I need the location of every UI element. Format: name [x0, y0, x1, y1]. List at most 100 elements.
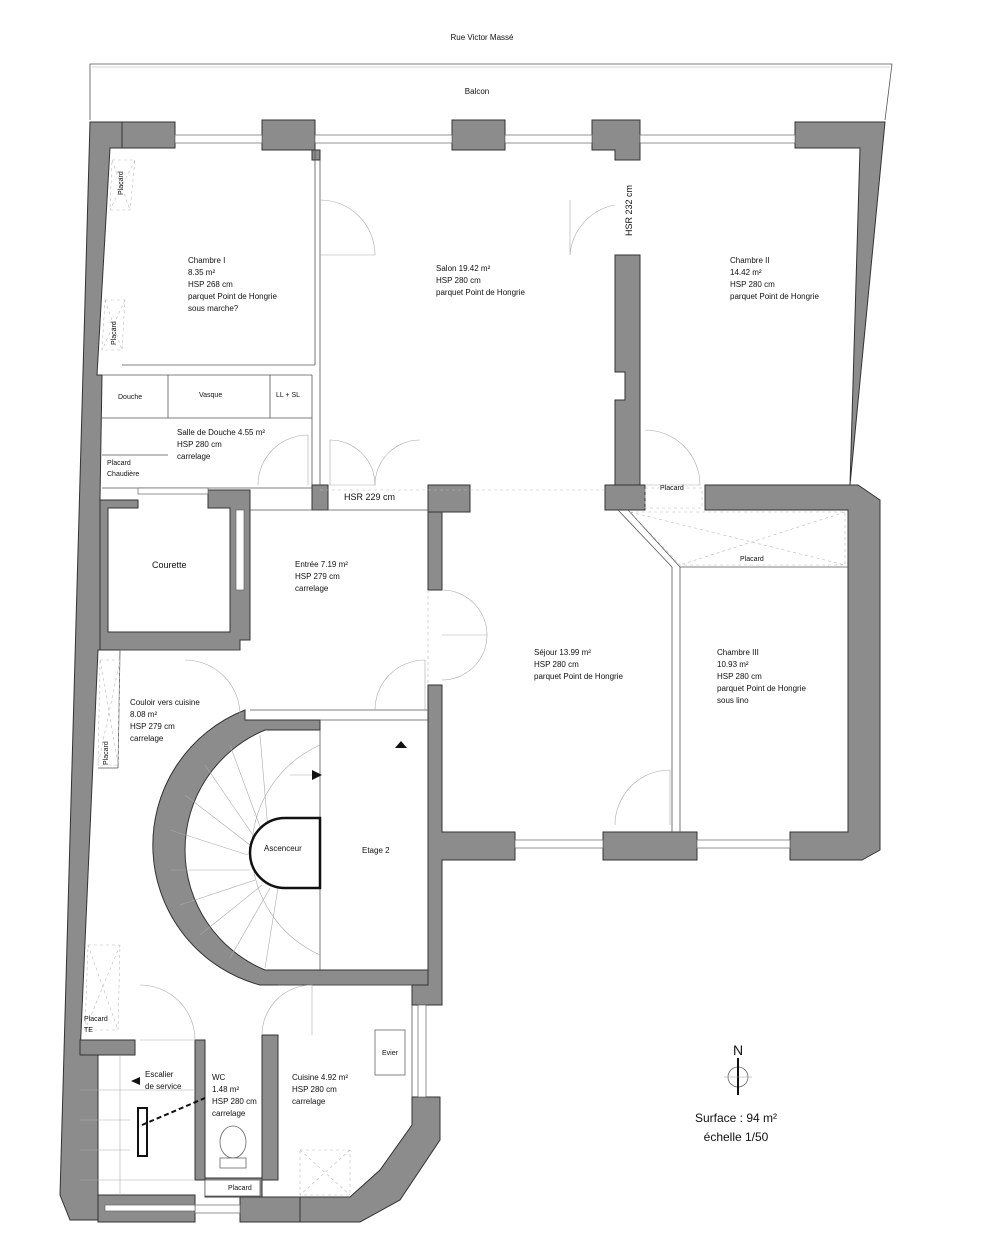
svg-text:Salle de Douche 4.55 m²: Salle de Douche 4.55 m² [177, 428, 265, 437]
label-placard-chambre1-top: Placard [118, 171, 125, 195]
room-couloir: Couloir vers cuisine 8.08 m² HSP 279 cm … [130, 698, 200, 743]
svg-text:carrelage: carrelage [292, 1097, 326, 1106]
wall-north-c [451, 119, 506, 151]
svg-text:HSP 280 cm: HSP 280 cm [292, 1085, 337, 1094]
wall-south-wc [239, 1196, 301, 1223]
svg-text:Chambre II: Chambre II [730, 256, 770, 265]
svg-text:carrelage: carrelage [295, 584, 329, 593]
svg-text:Couloir vers cuisine: Couloir vers cuisine [130, 698, 200, 707]
wall-salon-chambre2 [614, 254, 641, 486]
svg-text:HSP 279 cm: HSP 279 cm [295, 572, 340, 581]
svg-text:HSP 279 cm: HSP 279 cm [130, 722, 175, 731]
wc-placard-box [204, 1179, 261, 1197]
street-name: Rue Victor Massé [451, 33, 515, 42]
kitchen-sink [374, 1029, 406, 1076]
wall-north-d [591, 119, 641, 161]
room-cuisine: Cuisine 4.92 m² HSP 280 cm carrelage [292, 1073, 348, 1106]
svg-text:1.48 m²: 1.48 m² [212, 1085, 239, 1094]
svg-text:parquet Point de Hongrie: parquet Point de Hongrie [436, 288, 526, 297]
svg-text:Cuisine 4.92 m²: Cuisine 4.92 m² [292, 1073, 348, 1082]
svg-text:HSP 280 cm: HSP 280 cm [717, 672, 762, 681]
svg-text:de service: de service [145, 1082, 182, 1091]
toilet [219, 1125, 247, 1169]
svg-text:carrelage: carrelage [177, 452, 211, 461]
room-salle-de-douche: Salle de Douche 4.55 m² HSP 280 cm carre… [177, 428, 265, 461]
wall-sejour-bottom-a [427, 484, 471, 513]
svg-text:parquet Point de Hongrie: parquet Point de Hongrie [717, 684, 807, 693]
svg-text:sous marche?: sous marche? [188, 304, 239, 313]
wall-north-a [121, 121, 176, 149]
label-courette: Courette [152, 560, 187, 570]
label-placard-chambre3: Placard [740, 556, 764, 563]
room-chambre-3: Chambre III 10.93 m² HSP 280 cm parquet … [717, 648, 807, 705]
surface-label: Surface : 94 m² [695, 1111, 777, 1125]
north-label: N [733, 1042, 743, 1058]
svg-text:8.08 m²: 8.08 m² [130, 710, 157, 719]
svg-text:parquet Point de Hongrie: parquet Point de Hongrie [188, 292, 278, 301]
wall-north-e [704, 121, 886, 861]
svg-text:parquet Point de Hongrie: parquet Point de Hongrie [730, 292, 820, 301]
room-chambre-2: Chambre II 14.42 m² HSP 280 cm parquet P… [730, 256, 820, 301]
scale-label: échelle 1/50 [704, 1130, 769, 1144]
room-salon: Salon 19.42 m² HSP 280 cm parquet Point … [436, 264, 526, 297]
dimension-hsr-232: HSR 232 cm [624, 185, 634, 236]
label-placard-chambre1-bottom: Placard [111, 321, 118, 345]
spiral-stair [169, 734, 407, 969]
wall-chambre2-bottom [604, 484, 646, 511]
svg-text:HSP 280 cm: HSP 280 cm [436, 276, 481, 285]
balcony-outline [89, 63, 893, 121]
label-ll-sl: LL + SL [276, 392, 300, 399]
svg-text:Chambre III: Chambre III [717, 648, 759, 657]
svg-text:HSP 280 cm: HSP 280 cm [177, 440, 222, 449]
label-placard-chaudiere-2: Chaudière [107, 471, 139, 478]
balcony-label: Balcon [465, 87, 489, 96]
svg-text:8.35 m²: 8.35 m² [188, 268, 215, 277]
door-swings [139, 199, 701, 1041]
stair-core-wall [152, 709, 429, 986]
label-placard-wc: Placard [228, 1185, 252, 1192]
svg-text:10.93 m²: 10.93 m² [717, 660, 749, 669]
label-placard-te-2: TE [84, 1027, 93, 1034]
wall-entree-pillar [311, 484, 329, 511]
wall-sejour-left2 [411, 684, 516, 1006]
wall-north-b [261, 119, 316, 151]
label-placard-te-1: Placard [84, 1016, 108, 1023]
room-escalier-service: Escalier de service [145, 1070, 182, 1091]
svg-text:HSP 280 cm: HSP 280 cm [534, 660, 579, 669]
wall-south-mid [602, 831, 698, 861]
label-etage-2: Etage 2 [362, 846, 390, 855]
partitions [98, 150, 848, 1097]
elevator-shaft [248, 816, 322, 890]
svg-text:HSP 280 cm: HSP 280 cm [730, 280, 775, 289]
label-douche: Douche [118, 394, 142, 401]
wall-service-top [79, 1039, 136, 1056]
svg-text:carrelage: carrelage [130, 734, 164, 743]
room-entree: Entrée 7.19 m² HSP 279 cm carrelage [295, 560, 348, 593]
room-sejour: Séjour 13.99 m² HSP 280 cm parquet Point… [534, 648, 624, 681]
label-ascenseur: Ascenceur [264, 844, 302, 853]
wall-kitchen-east [299, 1096, 441, 1223]
service-stair [80, 1055, 206, 1195]
label-placard-chambre2: Placard [660, 485, 684, 492]
room-chambre-1: Chambre I 8.35 m² HSP 268 cm parquet Poi… [188, 256, 278, 313]
storage-cross-hatch [84, 159, 846, 1196]
svg-text:HSP 280 cm: HSP 280 cm [212, 1097, 257, 1106]
room-wc: WC 1.48 m² HSP 280 cm carrelage [212, 1073, 257, 1118]
svg-text:parquet Point de Hongrie: parquet Point de Hongrie [534, 672, 624, 681]
svg-text:Séjour 13.99 m²: Séjour 13.99 m² [534, 648, 591, 657]
svg-text:14.42 m²: 14.42 m² [730, 268, 762, 277]
label-placard-chaudiere-1: Placard [107, 460, 131, 467]
wall-salon-left [311, 149, 321, 161]
svg-text:WC: WC [212, 1073, 226, 1082]
windows [104, 134, 796, 1214]
svg-text:HSP 268 cm: HSP 268 cm [188, 280, 233, 289]
svg-text:Chambre I: Chambre I [188, 256, 225, 265]
north-arrow: N [724, 1042, 752, 1095]
wall-service-right [194, 1039, 206, 1181]
wall-wc-right [261, 1034, 279, 1181]
svg-text:carrelage: carrelage [212, 1109, 246, 1118]
svg-text:sous lino: sous lino [717, 696, 749, 705]
svg-text:Entrée 7.19 m²: Entrée 7.19 m² [295, 560, 348, 569]
label-vasque: Vasque [199, 392, 222, 399]
